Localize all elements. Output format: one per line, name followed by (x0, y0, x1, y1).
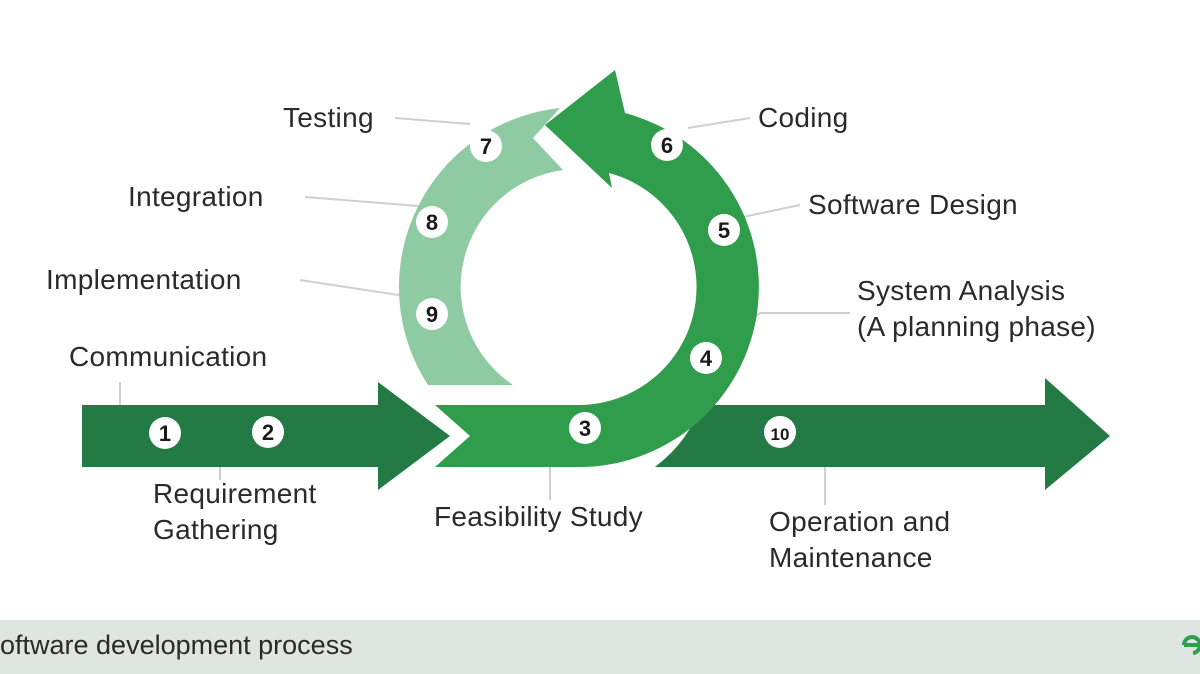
step-badge-circle (149, 417, 181, 449)
step-badge-7: 7 (470, 130, 502, 162)
step-badge-number: 8 (426, 210, 438, 235)
step-badge-circle (690, 342, 722, 374)
step-badge-number: 4 (700, 346, 713, 371)
label-testing: Testing (283, 102, 374, 133)
leader-line-implementation (299, 279, 419, 299)
leader-line-testing (394, 117, 471, 125)
step-badge-2: 2 (252, 416, 284, 448)
step-badge-number: 7 (480, 134, 492, 159)
step-badge-number: 6 (661, 133, 673, 158)
step-badge-9: 9 (416, 298, 448, 330)
label-requirement-line2: Gathering (153, 514, 279, 545)
label-feasibility-study: Feasibility Study (434, 501, 643, 532)
step-badge-number: 3 (579, 416, 591, 441)
leader-line-coding (687, 117, 751, 129)
step-badge-8: 8 (416, 206, 448, 238)
step-badge-circle (569, 412, 601, 444)
label-operation-line1: Operation and (769, 506, 951, 537)
step-badge-number: 1 (159, 421, 171, 446)
end-arrow (655, 378, 1110, 490)
step-badge-3: 3 (569, 412, 601, 444)
step-badge-circle (708, 214, 740, 246)
step-badge-circle (764, 416, 796, 448)
label-integration: Integration (128, 181, 264, 212)
step-badge-number: 9 (426, 302, 438, 327)
label-system-analysis: System Analysis (A planning phase) (857, 273, 1096, 345)
brand-logo-icon (1182, 635, 1200, 655)
step-badge-6: 6 (651, 129, 683, 161)
label-implementation: Implementation (46, 264, 242, 295)
label-operation-maintenance: Operation and Maintenance (769, 504, 950, 576)
step-badge-circle (252, 416, 284, 448)
label-communication: Communication (69, 341, 268, 372)
step-badge-number: 2 (262, 420, 274, 445)
label-coding: Coding (758, 102, 849, 133)
footer-bar: oftware development process (0, 620, 1200, 674)
label-software-design: Software Design (808, 189, 1018, 220)
step-badge-circle (651, 129, 683, 161)
step-badge-circle (416, 298, 448, 330)
step-badge-number: 10 (771, 425, 790, 444)
loop-arc-medium (435, 70, 759, 467)
step-badge-1: 1 (149, 417, 181, 449)
label-system-analysis-line2: (A planning phase) (857, 311, 1096, 342)
step-badge-4: 4 (690, 342, 722, 374)
step-badge-5: 5 (708, 214, 740, 246)
label-requirement-gathering: Requirement Gathering (153, 476, 317, 548)
leader-line-integration (304, 196, 419, 207)
label-system-analysis-line1: System Analysis (857, 275, 1066, 306)
step-badge-10: 10 (764, 416, 796, 448)
step-badge-circle (470, 130, 502, 162)
label-operation-line2: Maintenance (769, 542, 933, 573)
step-badge-circle (416, 206, 448, 238)
footer-caption: oftware development process (0, 630, 353, 660)
label-requirement-line1: Requirement (153, 478, 317, 509)
leader-line-software-design (737, 204, 801, 219)
step-badge-number: 5 (718, 218, 730, 243)
